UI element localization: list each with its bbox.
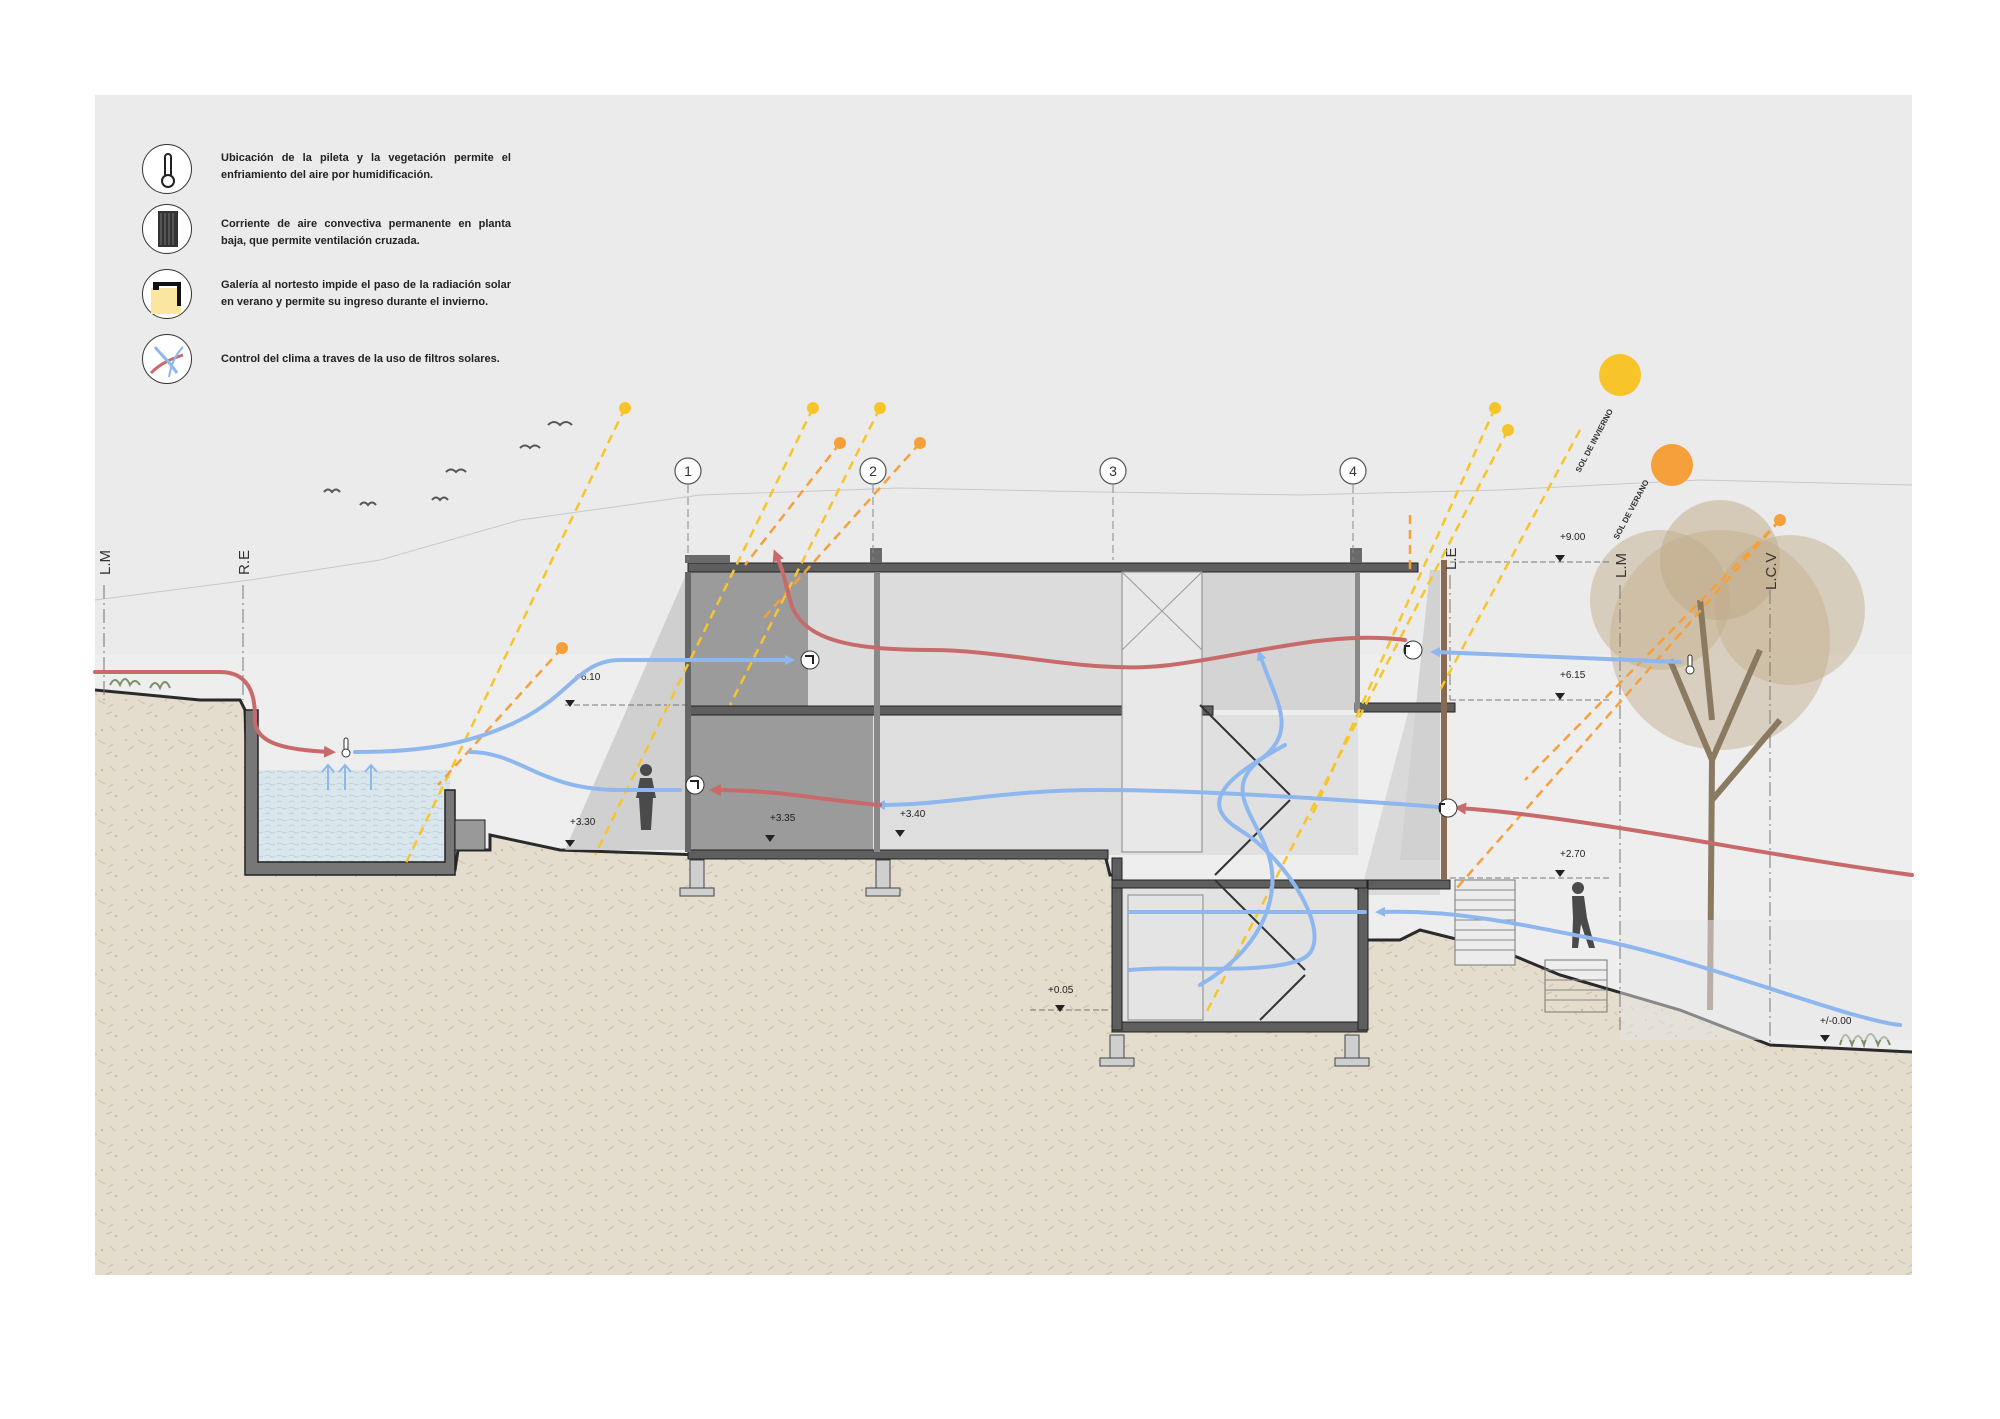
tree: [1590, 500, 1865, 1011]
summer-sun-icon: [1651, 444, 1693, 486]
thermometer-icon: [142, 144, 192, 194]
property-line-label: R.E: [236, 550, 253, 575]
cool-air-flows: [353, 647, 1902, 1027]
warm-air-flows: [93, 549, 1914, 877]
legend-item-text: Ubicación de la pileta y la vegetación p…: [221, 152, 511, 181]
grid-axis-label: 4: [1349, 463, 1357, 479]
gallery-shading-icon: [142, 269, 192, 319]
legend-item-text: Galería al nortesto impide el paso de la…: [221, 279, 511, 308]
grid-axis-label: 1: [684, 463, 692, 479]
ground-floor-slab: [687, 849, 1109, 860]
airflow-arrows-icon: [142, 334, 192, 384]
property-line-label: L.M: [1613, 553, 1630, 578]
grid-axis-label: 3: [1109, 463, 1117, 479]
level-marker: +3.40: [900, 809, 926, 820]
level-marker: +/-0.00: [1820, 1016, 1852, 1027]
legend-item-text: Corriente de aire convectiva permanente …: [221, 218, 511, 247]
swimming-pool: [255, 770, 450, 862]
level-marker: +3.30: [570, 817, 596, 828]
level-marker: +9.00: [1560, 532, 1586, 543]
terrain-soil: [95, 690, 1912, 1275]
sun-ray-origin-dots: [556, 402, 1786, 654]
grid-axis-label: 2: [869, 463, 877, 479]
legend-item-text: Control del clima a traves de la uso de …: [221, 353, 500, 365]
winter-sun-icon: [1599, 354, 1641, 396]
level-marker: +6.10: [575, 672, 601, 683]
level-marker: +0.05: [1048, 985, 1074, 996]
upper-gallery-volume: [688, 570, 808, 710]
level-marker: +6.15: [1560, 670, 1586, 681]
winter-sun-rays: [403, 407, 1582, 1016]
basement-slab: [1111, 1021, 1368, 1033]
property-line-label: L.M: [97, 550, 114, 575]
property-line-label: L.C.V: [1763, 552, 1780, 590]
evaporation-arrows: [321, 763, 378, 790]
level-marker: +3.35: [770, 813, 796, 824]
property-line-label: L.E: [1443, 547, 1460, 570]
level-marker: +2.70: [1560, 849, 1586, 860]
exterior-stairs: [1454, 879, 1608, 1013]
roof-slab: [687, 562, 1419, 573]
thermometer-symbol: [341, 654, 1695, 758]
birds: [323, 421, 573, 507]
louver-panel-icon: [142, 204, 192, 254]
shading-symbol: [685, 640, 1458, 818]
